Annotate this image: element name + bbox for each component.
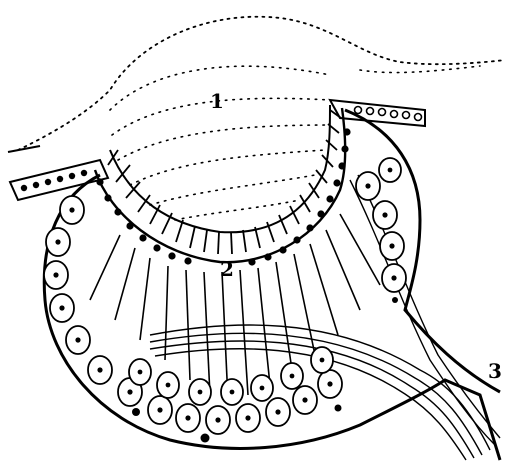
cupula	[8, 17, 505, 220]
hair-bundles	[95, 105, 345, 262]
label-1: 1	[210, 89, 224, 113]
apical-nuclei-row	[96, 128, 350, 265]
nerve-fibers	[150, 175, 500, 460]
label-2: 2	[220, 257, 234, 281]
crista-outline-right	[345, 110, 500, 392]
label-3: 3	[488, 359, 502, 383]
